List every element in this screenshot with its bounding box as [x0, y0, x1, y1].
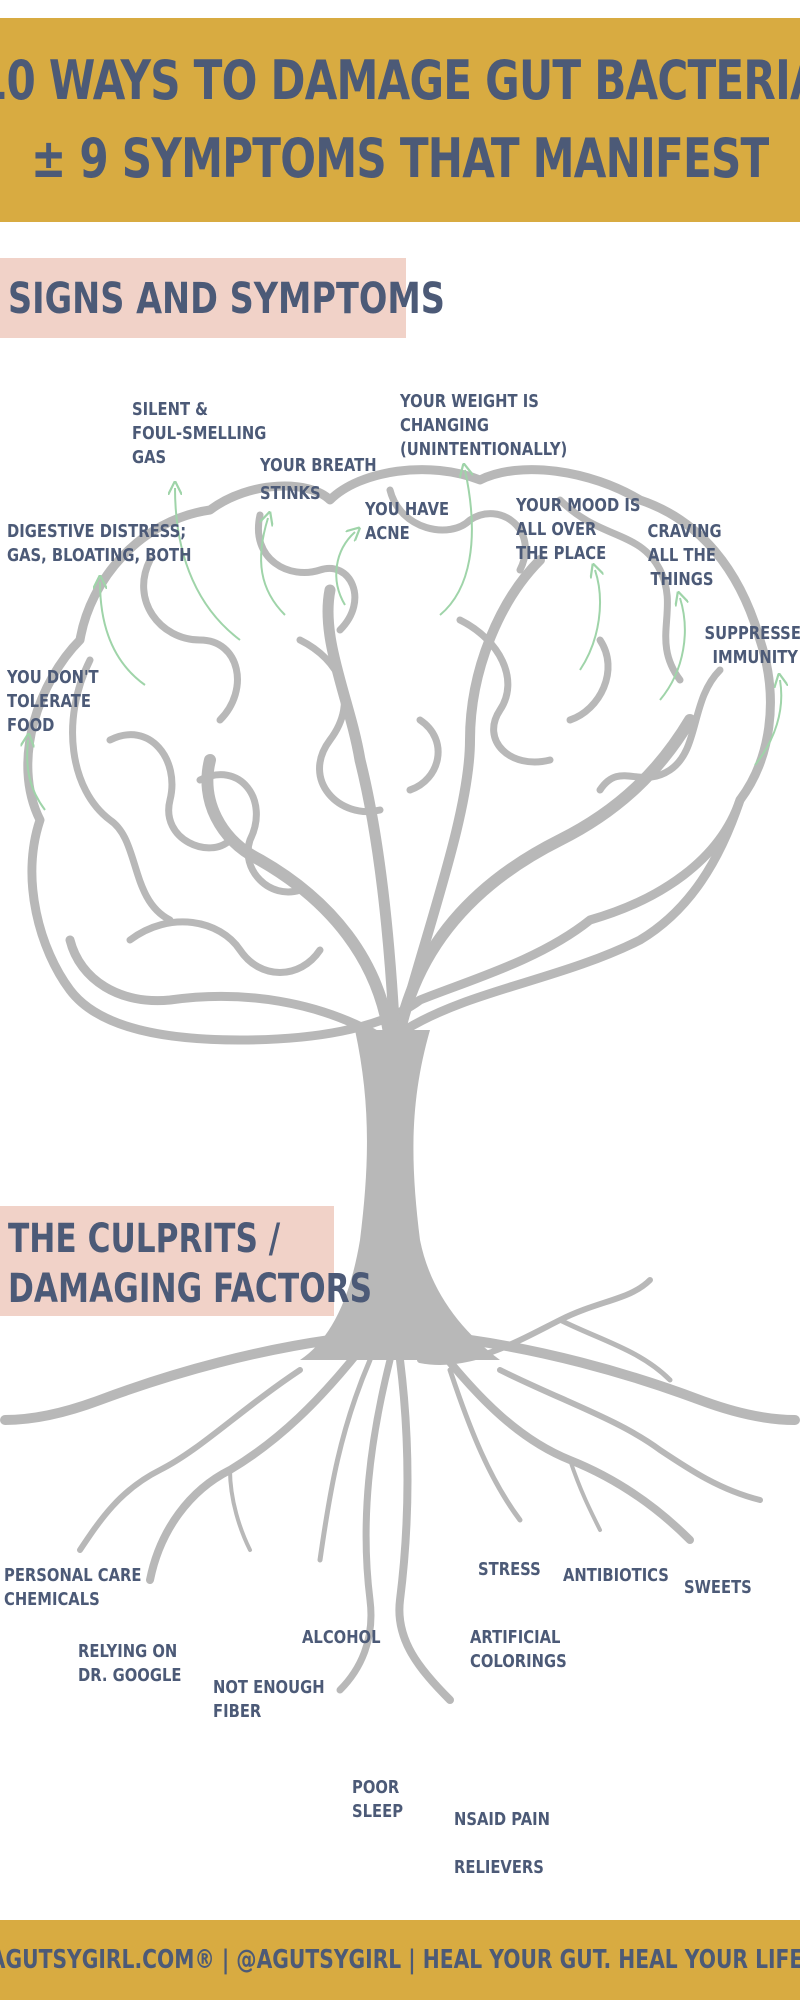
- symptom-arrow: [659, 598, 685, 701]
- symptom-label-gas: SILENT & FOUL-SMELLING GAS: [132, 399, 267, 468]
- symptom-arrow: [579, 570, 600, 671]
- tree-root: [317, 1357, 373, 1563]
- symptom-label-weight: YOUR WEIGHT IS CHANGING (UNINTENTIONALLY…: [400, 391, 568, 460]
- culprit-label-sleep: POOR SLEEP: [352, 1777, 404, 1822]
- symptom-arrow: [261, 518, 286, 616]
- culprits-section-label: THE CULPRITS / DAMAGING FACTORS: [0, 1206, 373, 1316]
- brain-fold: [255, 511, 359, 634]
- culprit-label-colorings: ARTIFICIAL COLORINGS: [470, 1627, 567, 1672]
- signs-section-text: SIGNS AND SYMPTOMS: [8, 274, 445, 324]
- tree-trunk: [300, 1030, 500, 1360]
- brain-outline: [23, 465, 775, 1045]
- tree-root: [557, 1317, 673, 1383]
- footer-banner: AGUTSYGIRL.COM® | @AGUTSYGIRL | HEAL YOU…: [0, 1920, 800, 2000]
- tree-branch: [322, 584, 401, 1046]
- brain-fold: [69, 656, 174, 924]
- tree-root: [497, 1367, 763, 1503]
- symptom-arrow: [439, 470, 472, 616]
- tree-root: [568, 1458, 602, 1532]
- brain-fold: [126, 918, 324, 976]
- brain-fold: [106, 731, 234, 852]
- tree-branch: [394, 714, 696, 1036]
- symptom-arrow: [100, 582, 146, 686]
- signs-section-label: SIGNS AND SYMPTOMS: [0, 258, 445, 338]
- tree-branch: [400, 795, 745, 1035]
- tree-root: [228, 1468, 252, 1552]
- tree-root: [447, 1367, 523, 1523]
- tree-root: [465, 1335, 800, 1425]
- brain-fold: [406, 716, 442, 794]
- brain-fold: [140, 556, 241, 724]
- tree-root: [395, 1356, 454, 1704]
- brain-fold: [196, 771, 304, 896]
- brain-fold: [556, 496, 684, 684]
- title-line-2: ± 9 SYMPTOMS THAT MANIFEST: [31, 127, 769, 190]
- footer-text: AGUTSYGIRL.COM® | @AGUTSYGIRL | HEAL YOU…: [0, 1945, 800, 1975]
- culprits-section-text-1: THE CULPRITS /: [8, 1216, 281, 1262]
- symptom-label-tolerate: YOU DON'T TOLERATE FOOD: [7, 667, 99, 736]
- culprit-label-fiber: NOT ENOUGH FIBER: [213, 1677, 325, 1722]
- culprit-label-nsaid-1: NSAID PAIN: [454, 1809, 551, 1830]
- brain-fold: [386, 486, 529, 574]
- culprit-label-antibiotics: ANTIBIOTICS: [563, 1565, 669, 1586]
- symptom-label-acne: YOU HAVE ACNE: [365, 499, 450, 544]
- culprits-section-text-2: DAMAGING FACTORS: [8, 1266, 373, 1312]
- tree-root: [336, 1356, 394, 1694]
- symptom-arrow: [27, 740, 46, 811]
- symptom-arrow: [335, 532, 355, 606]
- symptom-label-mood: YOUR MOOD IS ALL OVER THE PLACE: [516, 495, 641, 564]
- symptom-arrow: [175, 488, 241, 641]
- culprit-label-stress: STRESS: [478, 1559, 541, 1580]
- culprit-label-personal-care: PERSONAL CARE CHEMICALS: [4, 1565, 142, 1610]
- brain-fold: [596, 666, 724, 794]
- tree-root: [0, 1335, 335, 1425]
- culprit-label-nsaid-2: RELIEVERS: [454, 1857, 544, 1878]
- tree-root: [146, 1346, 364, 1584]
- culprit-label-sweets: SWEETS: [684, 1577, 752, 1598]
- tree-root: [77, 1367, 303, 1553]
- brain-tree-illustration: [0, 340, 800, 1704]
- symptom-arrow: [754, 680, 781, 766]
- culprit-label-dr-google: RELYING ON DR. GOOGLE: [78, 1641, 182, 1686]
- culprit-label-alcohol: ALCOHOL: [302, 1627, 381, 1648]
- title-line-1: 10 WAYS TO DAMAGE GUT BACTERIA: [0, 49, 800, 112]
- brain-fold: [566, 636, 612, 724]
- symptom-label-immunity: SUPPRESSED IMMUNITY: [704, 623, 800, 668]
- symptom-label-cravings: CRAVING ALL THE THINGS: [647, 521, 722, 590]
- tree-branch: [395, 555, 545, 1035]
- symptom-label-breath: YOUR BREATH STINKS: [260, 455, 377, 504]
- symptom-label-digestive: DIGESTIVE DISTRESS; GAS, BLOATING, BOTH: [7, 521, 192, 566]
- title-banner: 10 WAYS TO DAMAGE GUT BACTERIA ± 9 SYMPT…: [0, 18, 800, 222]
- tree-branch: [201, 754, 396, 1046]
- tree-branch: [65, 935, 390, 1045]
